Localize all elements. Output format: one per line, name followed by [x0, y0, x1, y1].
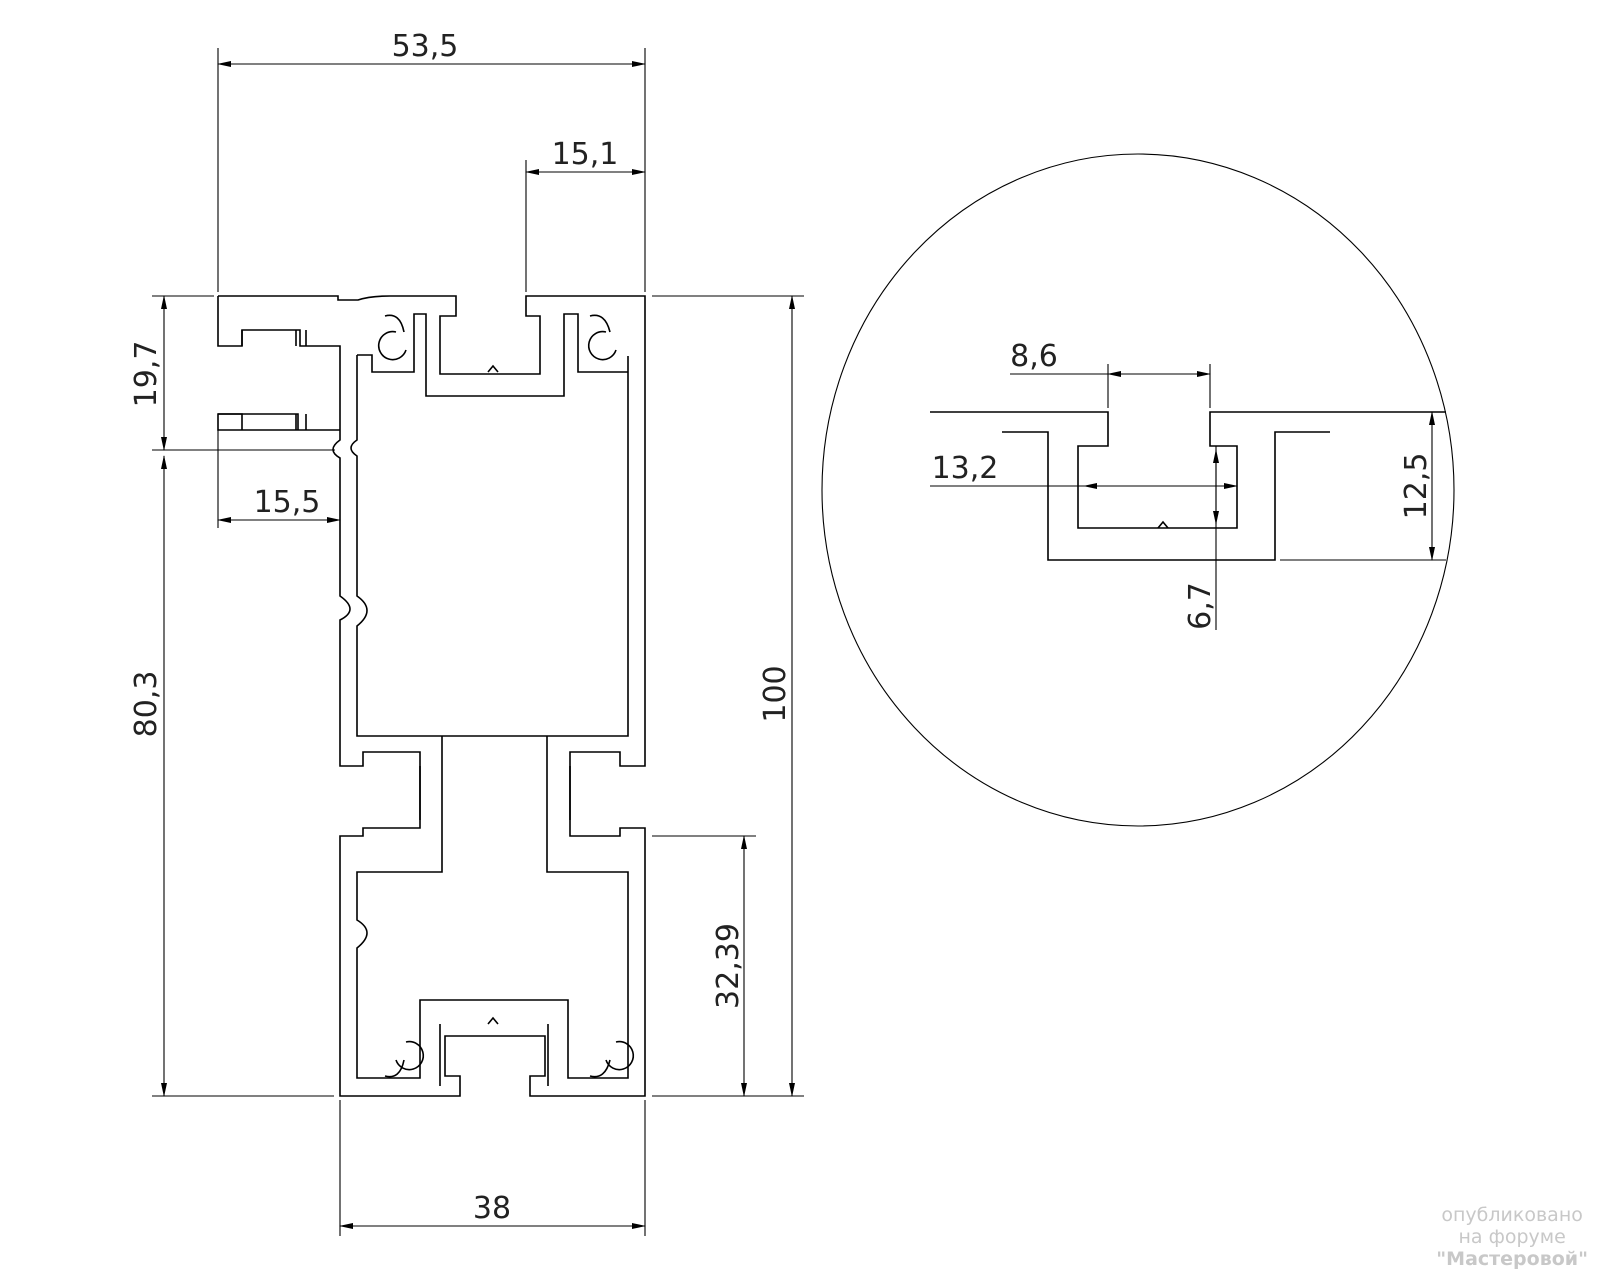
dim-right-offset: 15,1 [552, 137, 619, 172]
watermark-line-3: "Мастеровой" [1436, 1248, 1588, 1270]
profile-outline [217, 295, 646, 1097]
detail-view [821, 153, 1455, 827]
dim-lower-chamber-height: 32,39 [711, 923, 746, 1009]
dim-total-height: 100 [758, 665, 793, 722]
dim-slot-depth: 12,5 [1399, 453, 1434, 520]
watermark-line-2: на форуме [1458, 1226, 1566, 1248]
detail-circle [821, 153, 1455, 827]
dim-slot-inner-height: 6,7 [1183, 582, 1218, 630]
dim-slot-inner-width: 13,2 [932, 451, 999, 486]
dim-slot-opening: 8,6 [1010, 339, 1058, 374]
watermark: опубликовано на форуме "Мастеровой" [1436, 1204, 1588, 1270]
profile-dimension-lines [152, 48, 804, 1236]
dim-overall-width: 53,5 [392, 29, 459, 64]
dim-left-projection: 15,5 [254, 485, 321, 520]
watermark-line-1: опубликовано [1441, 1204, 1583, 1226]
dim-top-section-height: 19,7 [129, 341, 164, 408]
dim-lower-height: 80,3 [129, 671, 164, 738]
dim-base-width: 38 [473, 1191, 511, 1226]
